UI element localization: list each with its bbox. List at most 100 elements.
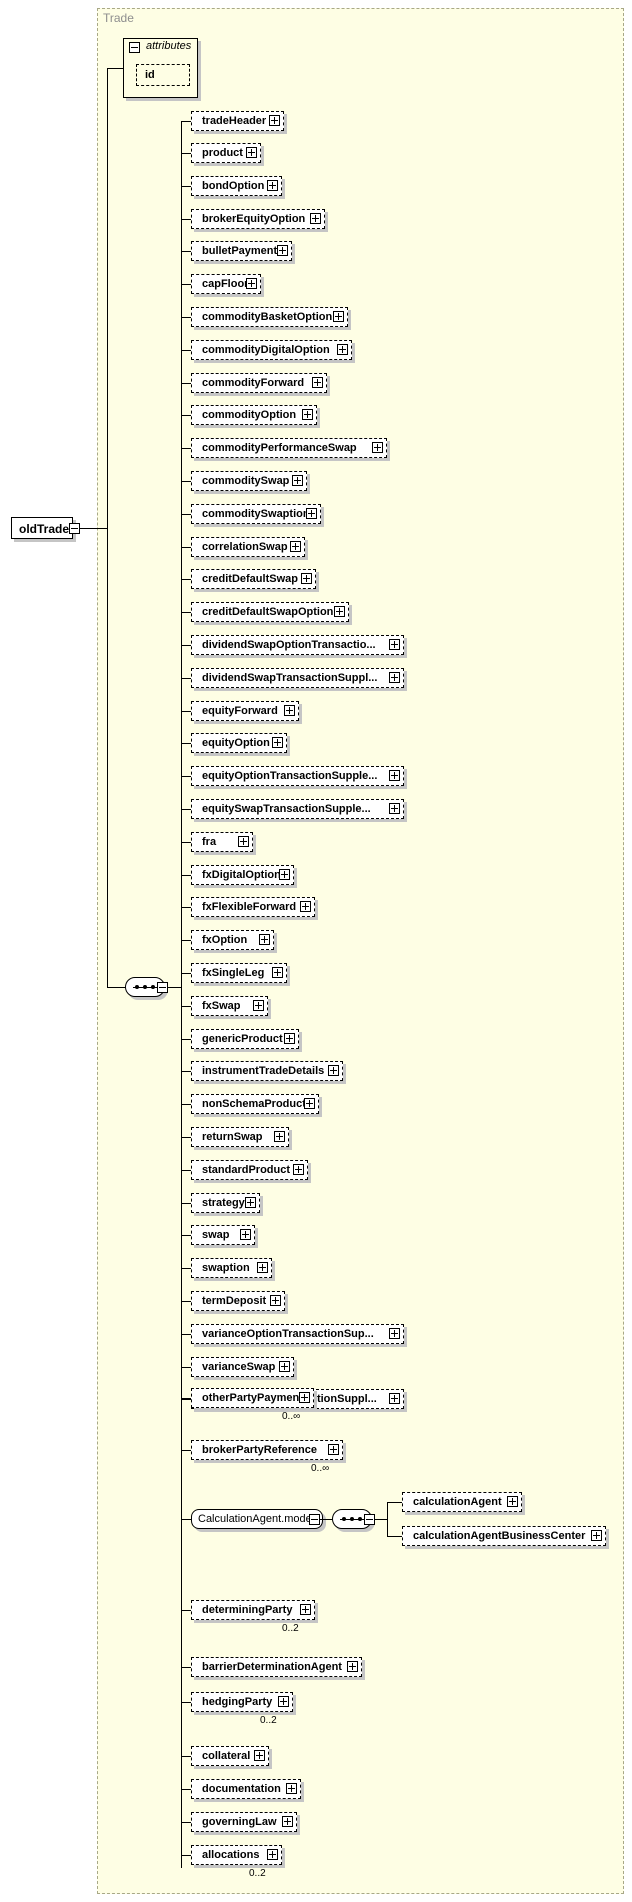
choice-element[interactable]: capFloor: [191, 274, 261, 294]
choice-element[interactable]: correlationSwap: [191, 537, 305, 557]
expand-icon[interactable]: [282, 1816, 293, 1827]
expand-icon[interactable]: [372, 442, 383, 453]
expand-icon[interactable]: [389, 672, 400, 683]
expand-icon[interactable]: [333, 311, 344, 322]
expand-icon[interactable]: [389, 770, 400, 781]
choice-element[interactable]: commodityBasketOption: [191, 307, 348, 327]
choice-element[interactable]: nonSchemaProduct: [191, 1094, 319, 1114]
choice-element[interactable]: standardProduct: [191, 1160, 308, 1180]
collapse-icon[interactable]: [309, 1514, 320, 1525]
expand-icon[interactable]: [312, 377, 323, 388]
expand-icon[interactable]: [284, 1033, 295, 1044]
choice-element[interactable]: fxOption: [191, 930, 274, 950]
choice-element[interactable]: commodityDigitalOption: [191, 340, 352, 360]
expand-icon[interactable]: [267, 180, 278, 191]
element-calculationagent[interactable]: calculationAgent: [402, 1492, 522, 1512]
group-calculationagent-model[interactable]: CalculationAgent.model: [191, 1509, 323, 1529]
expand-icon[interactable]: [300, 1604, 311, 1615]
choice-element[interactable]: creditDefaultSwap: [191, 569, 316, 589]
expand-icon[interactable]: [301, 573, 312, 584]
expand-icon[interactable]: [293, 1164, 304, 1175]
choice-element[interactable]: commodityOption: [191, 405, 317, 425]
choice-element[interactable]: varianceOptionTransactionSup...: [191, 1324, 404, 1344]
choice-element[interactable]: commoditySwap: [191, 471, 307, 491]
choice-element[interactable]: swaption: [191, 1258, 272, 1278]
expand-icon[interactable]: [279, 869, 290, 880]
element-barrier-determination-agent[interactable]: barrierDeterminationAgent: [191, 1657, 362, 1677]
expand-icon[interactable]: [272, 737, 283, 748]
expand-icon[interactable]: [245, 1197, 256, 1208]
expand-icon[interactable]: [272, 967, 283, 978]
choice-element[interactable]: fxDigitalOption: [191, 865, 294, 885]
element-broker-party-reference[interactable]: brokerPartyReference: [191, 1440, 343, 1460]
choice-element[interactable]: product: [191, 143, 261, 163]
expand-icon[interactable]: [246, 147, 257, 158]
expand-icon[interactable]: [306, 508, 317, 519]
collapse-icon[interactable]: [364, 1514, 375, 1525]
expand-icon[interactable]: [270, 1295, 281, 1306]
collapse-icon[interactable]: [129, 42, 140, 53]
expand-icon[interactable]: [389, 639, 400, 650]
choice-element[interactable]: equityForward: [191, 701, 299, 721]
choice-element[interactable]: equityOption: [191, 733, 287, 753]
expand-icon[interactable]: [253, 1000, 264, 1011]
expand-icon[interactable]: [238, 836, 249, 847]
element-calculationagentbusinesscenter[interactable]: calculationAgentBusinessCenter: [402, 1526, 606, 1546]
choice-element[interactable]: equityOptionTransactionSupple...: [191, 766, 404, 786]
expand-icon[interactable]: [328, 1065, 339, 1076]
expand-icon[interactable]: [267, 1849, 278, 1860]
choice-element[interactable]: fxSingleLeg: [191, 963, 287, 983]
expand-icon[interactable]: [302, 409, 313, 420]
choice-element[interactable]: fra: [191, 832, 253, 852]
element-determining-party[interactable]: determiningParty: [191, 1600, 315, 1620]
expand-icon[interactable]: [310, 213, 321, 224]
expand-icon[interactable]: [246, 278, 257, 289]
expand-icon[interactable]: [389, 803, 400, 814]
choice-element[interactable]: commodityPerformanceSwap: [191, 438, 387, 458]
expand-icon[interactable]: [292, 475, 303, 486]
choice-element[interactable]: genericProduct: [191, 1029, 299, 1049]
choice-element[interactable]: termDeposit: [191, 1291, 285, 1311]
expand-icon[interactable]: [290, 541, 301, 552]
choice-element[interactable]: bulletPayment: [191, 241, 292, 261]
expand-icon[interactable]: [257, 1262, 268, 1273]
expand-icon[interactable]: [274, 1131, 285, 1142]
choice-element[interactable]: varianceSwap: [191, 1357, 294, 1377]
choice-element[interactable]: dividendSwapTransactionSuppl...: [191, 668, 404, 688]
choice-element[interactable]: fxFlexibleForward: [191, 897, 315, 917]
expand-icon[interactable]: [334, 606, 345, 617]
expand-icon[interactable]: [278, 1696, 289, 1707]
choice-element[interactable]: instrumentTradeDetails: [191, 1061, 343, 1081]
choice-element[interactable]: brokerEquityOption: [191, 209, 325, 229]
expand-icon[interactable]: [591, 1530, 602, 1541]
attribute-id[interactable]: id: [136, 64, 190, 86]
collapse-icon[interactable]: [157, 982, 168, 993]
choice-element[interactable]: creditDefaultSwapOption: [191, 602, 349, 622]
choice-element[interactable]: bondOption: [191, 176, 282, 196]
expand-icon[interactable]: [277, 245, 288, 256]
expand-icon[interactable]: [284, 705, 295, 716]
expand-icon[interactable]: [389, 1328, 400, 1339]
choice-element[interactable]: equitySwapTransactionSupple...: [191, 799, 404, 819]
element-documentation[interactable]: documentation: [191, 1779, 301, 1799]
expand-icon[interactable]: [286, 1783, 297, 1794]
expand-icon[interactable]: [254, 1750, 265, 1761]
expand-icon[interactable]: [389, 1393, 400, 1404]
expand-icon[interactable]: [240, 1229, 251, 1240]
choice-element[interactable]: returnSwap: [191, 1127, 289, 1147]
expand-icon[interactable]: [347, 1661, 358, 1672]
expand-icon[interactable]: [269, 115, 280, 126]
element-governing-law[interactable]: governingLaw: [191, 1812, 297, 1832]
choice-element[interactable]: swap: [191, 1225, 255, 1245]
element-collateral[interactable]: collateral: [191, 1746, 269, 1766]
expand-icon[interactable]: [299, 1392, 310, 1403]
choice-element[interactable]: commodityForward: [191, 373, 327, 393]
expand-icon[interactable]: [328, 1444, 339, 1455]
choice-element[interactable]: strategy: [191, 1193, 260, 1213]
choice-element[interactable]: fxSwap: [191, 996, 268, 1016]
expand-icon[interactable]: [507, 1496, 518, 1507]
expand-icon[interactable]: [259, 934, 270, 945]
expand-icon[interactable]: [304, 1098, 315, 1109]
expand-icon[interactable]: [279, 1361, 290, 1372]
element-hedging-party[interactable]: hedgingParty: [191, 1692, 293, 1712]
